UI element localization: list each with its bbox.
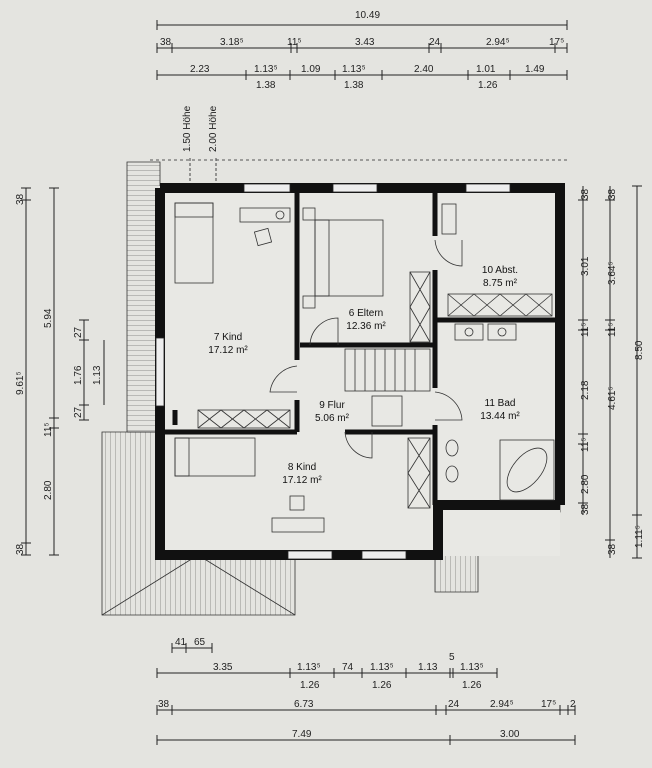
dim-right-218: 2.18 (580, 380, 591, 400)
dim-bottom-r3-1: 38 (158, 699, 170, 710)
dim-bottom-r4-1: 7.49 (292, 729, 312, 740)
dim-top-total: 10.49 (355, 10, 380, 21)
dim-left-113: 1.13 (92, 365, 103, 385)
bottom-dimensions: 41 65 3.35 1.13⁵ 74 1.13⁵ 1.13 5 1.13⁵ 1… (156, 637, 576, 745)
dim-top-r2-6: 1.01 (476, 64, 496, 75)
dim-bottom-r3-4: 2.94⁵ (490, 699, 514, 710)
dim-top-r2-4: 1.13⁵ (342, 64, 366, 75)
dim-top-r1-7: 17⁵ (549, 37, 564, 48)
room-kind8-name: 8 Kind (288, 462, 316, 473)
dim-bottom-r2-1: 1.26 (300, 680, 320, 691)
top-dimensions: 10.49 38 3.18⁵ 11⁵ 3.43 24 2.94⁵ 17⁵ 2.2… (156, 10, 568, 91)
dim-top-r2-2: 1.13⁵ (254, 64, 278, 75)
room-labels: 7 Kind 17.12 m² 6 Eltern 12.36 m² 10 Abs… (208, 265, 520, 486)
left-dimensions: 38 9.61⁵ 38 5.94 11⁵ 2.80 27 1.76 27 1.1… (15, 187, 105, 556)
dim-right-38-bottom: 38 (580, 503, 591, 515)
dim-bottom-r1-6: 5 (449, 652, 455, 663)
room-flur-area: 5.06 m² (315, 413, 350, 424)
dim-left-38-bottom: 38 (15, 543, 26, 555)
room-bad-name: 11 Bad (485, 398, 516, 409)
dim-right-115m: 11⁵ (607, 322, 618, 337)
dim-bottom-r1-3: 74 (342, 662, 354, 673)
height-note-150: 1.50 Höhe (182, 105, 193, 152)
room-abst-name: 10 Abst. (482, 265, 518, 276)
dim-top-r2-1: 2.23 (190, 64, 210, 75)
dim-top-r2-7: 1.49 (525, 64, 545, 75)
dim-bottom-r3-5: 17⁵ (541, 699, 556, 710)
dim-bottom-r2-2: 1.26 (372, 680, 392, 691)
dim-left-38-top: 38 (15, 193, 26, 205)
dim-top-r1-6: 2.94⁵ (486, 37, 510, 48)
dim-right-850: 8.50 (634, 340, 645, 360)
dim-top-r2-5: 2.40 (414, 64, 434, 75)
dim-right-115b: 11⁵ (580, 437, 591, 452)
dim-right-301: 3.01 (580, 256, 591, 276)
room-kind7-name: 7 Kind (214, 332, 242, 343)
dim-left-27-bottom: 27 (73, 406, 84, 418)
dim-top-r1-4: 3.43 (355, 37, 375, 48)
furniture (174, 202, 555, 533)
room-kind8-area: 17.12 m² (282, 475, 322, 486)
dim-bottom-41: 41 (175, 637, 187, 648)
dim-top-r2-3: 1.09 (301, 64, 321, 75)
room-abst-area: 8.75 m² (483, 278, 518, 289)
dim-right-38-m-bottom: 38 (607, 543, 618, 555)
room-flur-name: 9 Flur (319, 400, 345, 411)
dim-top-r1-5: 24 (429, 37, 441, 48)
dim-bottom-r1-5: 1.13 (418, 662, 438, 673)
dim-bottom-r1-4: 1.13⁵ (370, 662, 394, 673)
right-dimensions: 38 3.01 11⁵ 2.18 11⁵ 2.80 38 38 3.64⁵ 11… (578, 185, 645, 559)
dim-right-364: 3.64⁵ (607, 261, 618, 285)
dim-left-27-top: 27 (73, 326, 84, 338)
dim-left-594: 5.94 (43, 308, 54, 328)
dim-left-176: 1.76 (73, 365, 84, 385)
dim-right-111: 1.11⁵ (634, 525, 645, 548)
dim-right-38-top: 38 (580, 188, 591, 200)
dim-bottom-r1-1: 3.35 (213, 662, 233, 673)
dim-bottom-r1-2: 1.13⁵ (297, 662, 321, 673)
roof-hatching (101, 161, 561, 616)
dim-top-r3-1: 1.38 (256, 80, 276, 91)
dim-left-280: 2.80 (43, 480, 54, 500)
dim-top-r1-3: 11⁵ (287, 37, 302, 48)
room-eltern-area: 12.36 m² (346, 321, 386, 332)
dim-right-461: 4.61⁵ (607, 386, 618, 410)
dim-right-115a: 11⁵ (580, 322, 591, 337)
dim-top-r1-2: 3.18⁵ (220, 37, 244, 48)
dim-bottom-r3-6: 2 (570, 699, 576, 710)
dim-left-115: 11⁵ (43, 422, 54, 437)
dim-top-r3-3: 1.26 (478, 80, 498, 91)
height-note-200: 2.00 Höhe (208, 105, 219, 152)
interior-walls (160, 188, 560, 505)
dim-bottom-r1-7: 1.13⁵ (460, 662, 484, 673)
dim-bottom-r3-2: 6.73 (294, 699, 314, 710)
room-bad-area: 13.44 m² (480, 411, 520, 422)
dim-bottom-65: 65 (194, 637, 206, 648)
dim-right-38-m: 38 (607, 188, 618, 200)
exterior-walls (155, 183, 565, 560)
room-kind7-area: 17.12 m² (208, 345, 248, 356)
dim-right-280: 2.80 (580, 474, 591, 494)
dim-bottom-r4-2: 3.00 (500, 729, 520, 740)
dim-bottom-r3-3: 24 (448, 699, 460, 710)
room-eltern-name: 6 Eltern (349, 308, 383, 319)
dim-left-961: 9.61⁵ (15, 371, 26, 395)
dim-bottom-r2-3: 1.26 (462, 680, 482, 691)
dim-top-r1-1: 38 (160, 37, 172, 48)
dim-top-r3-2: 1.38 (344, 80, 364, 91)
